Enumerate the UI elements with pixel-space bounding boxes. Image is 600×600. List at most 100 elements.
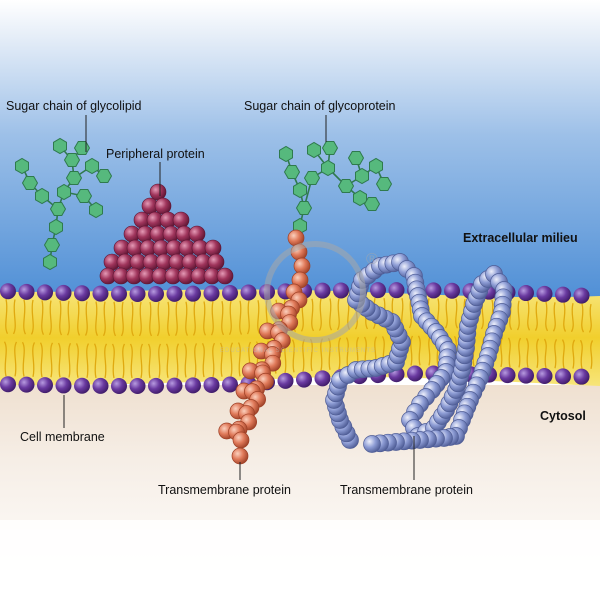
lipid-tail bbox=[534, 301, 538, 331]
lipid-tail bbox=[230, 342, 234, 377]
lipid-tail bbox=[345, 337, 349, 369]
lipid-tail bbox=[84, 301, 88, 336]
lipid-head bbox=[0, 376, 16, 393]
transmembrane-2-bead bbox=[363, 435, 381, 453]
label-glycolipid-sugar-chain: Sugar chain of glycolipid bbox=[6, 99, 142, 113]
watermark-ring bbox=[264, 241, 366, 343]
lipid-tail bbox=[329, 298, 333, 331]
sugar-unit bbox=[337, 179, 355, 193]
sugar-unit bbox=[57, 183, 71, 201]
lipid-head bbox=[185, 377, 201, 394]
lipid-head bbox=[55, 377, 72, 394]
sugar-unit bbox=[73, 141, 91, 155]
lipid-head bbox=[222, 284, 238, 301]
lipid-tail bbox=[417, 335, 421, 366]
lipid-head bbox=[166, 285, 183, 302]
sugar-unit bbox=[49, 218, 63, 236]
lipid-tail bbox=[176, 343, 180, 378]
lipid-tail bbox=[41, 300, 45, 335]
transmembrane-1-bead bbox=[293, 257, 311, 275]
lipid-tail bbox=[30, 299, 34, 335]
watermark-logo: ® EDUCATIONAL SCIENTIFIC INSTRUMENTS bbox=[220, 241, 378, 354]
lipid-tail bbox=[14, 341, 18, 377]
label-peripheral-protein: Peripheral protein bbox=[106, 147, 205, 161]
lipid-tail bbox=[203, 301, 207, 336]
sugar-unit bbox=[43, 253, 57, 271]
sugar-unit bbox=[347, 151, 365, 165]
lipid-tail bbox=[77, 301, 81, 336]
lipid-tail bbox=[102, 301, 106, 337]
label-transmembrane-protein-2: Transmembrane protein bbox=[340, 483, 473, 497]
lipid-tail bbox=[183, 343, 187, 378]
lipid-head bbox=[185, 285, 201, 302]
sugar-unit bbox=[303, 171, 321, 185]
lipid-head bbox=[111, 285, 127, 302]
lipid-head bbox=[92, 285, 109, 302]
transmembrane-protein-blue bbox=[325, 253, 513, 453]
lipid-head bbox=[148, 377, 164, 394]
lipid-tail bbox=[174, 301, 178, 337]
lipid-tail bbox=[147, 343, 151, 379]
lipid-tail bbox=[32, 342, 36, 377]
lipid-tail bbox=[221, 301, 225, 336]
lipid-tail bbox=[318, 298, 322, 331]
lipid-head bbox=[74, 377, 90, 394]
lipid-tail bbox=[516, 300, 520, 331]
lipid-head bbox=[18, 283, 35, 300]
lipid-tail bbox=[201, 342, 205, 378]
lipid-tail bbox=[228, 300, 232, 336]
lipid-tail bbox=[39, 342, 43, 378]
lipid-tail bbox=[185, 301, 189, 336]
lipid-tail bbox=[507, 337, 511, 368]
lipid-tail bbox=[572, 339, 576, 369]
lipid-tail bbox=[552, 302, 556, 332]
lipid-head bbox=[129, 377, 146, 394]
label-cell-membrane: Cell membrane bbox=[20, 430, 105, 444]
lipid-head bbox=[555, 368, 571, 385]
sugar-unit bbox=[35, 187, 49, 205]
lipid-tail bbox=[48, 300, 52, 336]
lipid-tail bbox=[212, 342, 216, 378]
sugar-unit bbox=[307, 141, 321, 159]
lipid-head bbox=[314, 282, 331, 299]
white-margin bbox=[0, 520, 600, 600]
lipid-tail bbox=[156, 301, 160, 337]
lipid-tail bbox=[12, 299, 16, 335]
lipid-tail bbox=[23, 299, 27, 335]
label-extracellular-milieu: Extracellular milieu bbox=[463, 231, 578, 245]
label-transmembrane-protein-1: Transmembrane protein bbox=[158, 483, 291, 497]
leader-lines bbox=[63, 115, 415, 480]
lipid-head bbox=[148, 285, 164, 302]
lipid-tail bbox=[50, 342, 54, 378]
lipid-tail bbox=[149, 301, 153, 337]
lipid-tail bbox=[131, 301, 135, 337]
sugar-unit bbox=[353, 189, 367, 207]
lipid-head bbox=[370, 282, 386, 299]
lipid-tail bbox=[536, 338, 540, 368]
lipid-tail bbox=[525, 338, 529, 368]
lipid-tail bbox=[219, 342, 223, 377]
lipid-tail bbox=[570, 303, 574, 333]
lipid-tail bbox=[120, 301, 124, 337]
lipid-tail bbox=[543, 338, 547, 369]
lipid-tail bbox=[257, 300, 261, 334]
lipid-tail bbox=[210, 301, 214, 336]
lipid-tail bbox=[113, 301, 117, 337]
lipid-tail bbox=[444, 298, 448, 329]
sugar-unit bbox=[53, 137, 67, 155]
lipid-tail bbox=[311, 298, 315, 332]
lipid-head bbox=[444, 282, 460, 299]
lipid-head bbox=[166, 377, 183, 394]
sugar-unit bbox=[321, 159, 335, 177]
lipid-head bbox=[222, 376, 238, 393]
lipid-head bbox=[388, 282, 405, 299]
lipid-tail bbox=[129, 343, 133, 379]
lipid-head bbox=[407, 365, 423, 382]
lipid-tail bbox=[5, 299, 9, 334]
lipid-tail bbox=[588, 303, 592, 333]
lipid-tail bbox=[104, 343, 108, 379]
lipid-tail bbox=[59, 300, 63, 336]
lipid-tail bbox=[158, 343, 162, 378]
sugar-unit bbox=[363, 197, 381, 211]
